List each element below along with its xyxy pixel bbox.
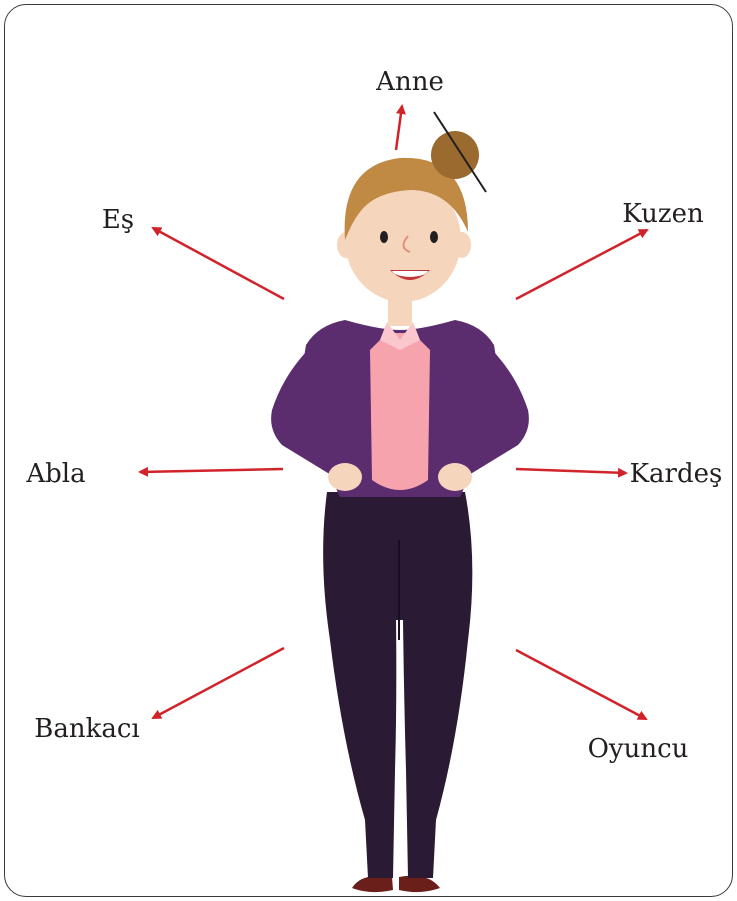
arrow-lower-left bbox=[153, 648, 284, 718]
left-eye bbox=[380, 231, 388, 243]
blouse bbox=[370, 333, 430, 490]
arrow-lower-right bbox=[516, 650, 646, 719]
trousers bbox=[323, 492, 472, 878]
arrow-upper-right bbox=[516, 230, 647, 299]
woman-figure-icon bbox=[271, 112, 529, 892]
right-ear bbox=[453, 232, 471, 258]
arrow-top bbox=[396, 106, 402, 150]
label-top: Anne bbox=[375, 67, 444, 97]
right-hand bbox=[438, 463, 472, 491]
right-eye bbox=[430, 231, 438, 243]
label-middle-left: Abla bbox=[25, 459, 85, 489]
label-upper-right: Kuzen bbox=[622, 199, 704, 229]
label-lower-right: Oyuncu bbox=[588, 734, 689, 764]
left-hand bbox=[328, 463, 362, 491]
arrow-middle-right bbox=[516, 469, 626, 473]
arrow-middle-left bbox=[140, 469, 283, 472]
left-shoe bbox=[352, 876, 393, 892]
label-lower-left: Bankacı bbox=[34, 714, 140, 744]
right-shoe bbox=[399, 876, 440, 892]
label-upper-left: Eş bbox=[102, 205, 134, 235]
arrow-upper-left bbox=[153, 228, 284, 299]
label-middle-right: Kardeş bbox=[630, 459, 723, 489]
